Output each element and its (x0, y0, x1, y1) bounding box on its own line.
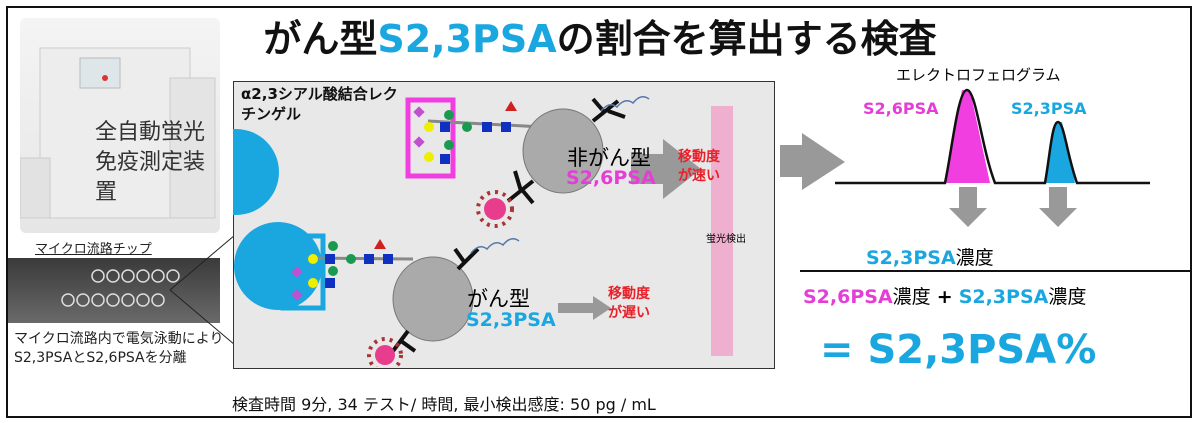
fluorescent-label-lower (367, 337, 403, 367)
lectin-shape-upper-fill (233, 129, 236, 215)
detection-band (711, 106, 733, 356)
microfluidic-chip-image (8, 258, 220, 323)
fast-mobility-label: 移動度が速い (678, 149, 720, 184)
chip-description: マイクロ流路内で電気泳動によりS2,3PSAとS2,6PSAを分離 (14, 331, 224, 366)
zoom-callout-lines (169, 234, 236, 346)
non-cancer-type-label: 非がん型 (567, 146, 651, 170)
baseline-trace (835, 88, 1150, 185)
glycan-upper (405, 97, 544, 179)
cancer-type-label: がん型 (467, 287, 530, 311)
separation-illustration (233, 96, 733, 367)
down-arrow-s26 (949, 187, 987, 227)
peak-label-s23: S2,3PSA (1011, 99, 1087, 118)
device-label: 全自動蛍光免疫測定装置 (95, 120, 206, 205)
outer-frame (6, 6, 1192, 418)
title-highlight: S2,3PSA (377, 17, 557, 61)
psa-protein-upper (522, 108, 604, 194)
title: がん型S2,3PSAの割合を算出する検査 (0, 8, 1200, 63)
lectin-shape-lower (234, 222, 322, 310)
electropherogram (780, 88, 1150, 227)
formula-numerator: S2,3PSA濃度 (866, 247, 994, 269)
glycan-lower (280, 233, 414, 311)
slow-arrow (558, 296, 611, 320)
title-suffix: の割合を算出する検査 (556, 17, 937, 61)
psa-protein-lower (392, 256, 474, 342)
electropherogram-title: エレクトロフェログラム (896, 66, 1061, 84)
slow-mobility-label: 移動度が遅い (608, 286, 650, 321)
transition-arrow (780, 133, 845, 190)
lectin-gel-label: α2,3シアル酸結合レクチンゲル (241, 85, 398, 123)
peak-s26 (945, 90, 990, 183)
lectin-shape-upper (233, 129, 279, 215)
title-prefix: がん型 (263, 17, 378, 61)
peak-label-s26: S2,6PSA (863, 99, 939, 118)
fluorescent-label-upper (476, 190, 514, 228)
chip-label: マイクロ流路チップ (35, 242, 152, 257)
formula-denominator: S2,6PSA濃度 + S2,3PSA濃度 (803, 286, 1087, 308)
fluorescence-detection-label: 蛍光検出 (706, 234, 746, 245)
analyzer-device-image (19, 18, 220, 233)
fraction-line (800, 270, 1190, 272)
down-arrow-s23 (1039, 187, 1077, 227)
s23psa-label: S2,3PSA (466, 309, 556, 331)
s26psa-label: S2,6PSA (566, 167, 656, 189)
footer-specs: 検査時間 9分, 34 テスト/ 時間, 最小検出感度: 50 pg / mL (232, 395, 656, 414)
fast-arrow (631, 139, 701, 199)
formula-result: = S2,3PSA% (820, 327, 1097, 373)
